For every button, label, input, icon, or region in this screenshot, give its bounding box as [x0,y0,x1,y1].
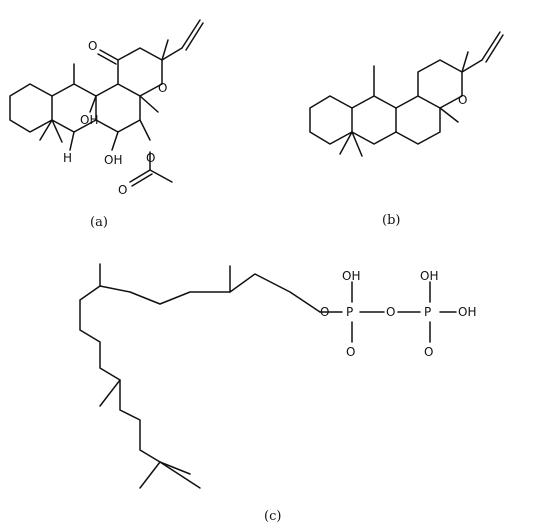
atom-carbonyl-o: O [118,183,127,197]
panel-a-structure [9,19,204,187]
ring-b [51,83,97,133]
atom-p2: P [424,305,431,319]
atom-o-p2: O [424,345,433,359]
atom-ester-o: O [146,151,155,165]
panel-c-structure [79,263,457,489]
ring-a [9,83,53,133]
atom-oh-top: OH [80,113,98,127]
panel-b-labels: O (b) [382,93,467,228]
atom-oh-bottom: OH [104,153,122,167]
atom-o2: O [386,305,395,319]
atom-p1: P [346,305,353,319]
atom-ring-o: O [158,81,167,95]
atom-ketone-o: O [88,39,97,53]
caption-b: (b) [382,213,400,228]
ring-d [117,47,163,97]
panel-a-labels: O O OH H OH O O (a) [63,39,167,230]
atom-oh-p1: OH [342,269,360,283]
atom-o-p1: O [346,345,355,359]
atom-h: H [63,151,72,165]
caption-a: (a) [90,215,108,230]
panel-c-labels: O P O P OH O OH OH O (c) [264,269,476,524]
panel-b-structure [309,31,504,157]
ring-c [95,83,141,133]
atom-oh-p2-right: OH [458,305,476,319]
atom-oh-p2-top: OH [420,269,438,283]
caption-c: (c) [264,509,281,524]
atom-o1: O [320,305,329,319]
atom-ring-o-b: O [458,93,467,107]
